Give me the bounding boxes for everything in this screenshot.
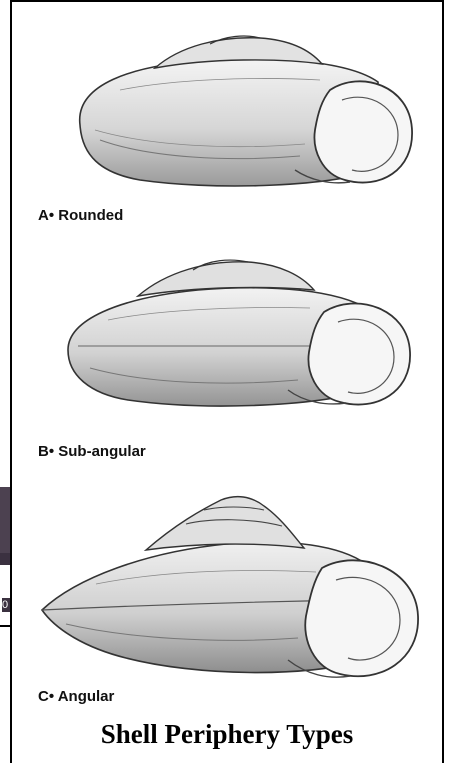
shell-illustration-rounded: [60, 30, 426, 202]
panel-label-sub-angular: B• Sub-angular: [38, 443, 146, 460]
figure-title: Shell Periphery Types: [12, 719, 442, 750]
panel-label-rounded: A• Rounded: [38, 207, 123, 224]
figure-panel: A• Rounded B• Sub-angular: [10, 0, 444, 763]
panel-label-angular: C• Angular: [38, 688, 114, 705]
shell-illustration-angular: [36, 488, 426, 696]
shell-illustration-sub-angular: [48, 250, 424, 420]
